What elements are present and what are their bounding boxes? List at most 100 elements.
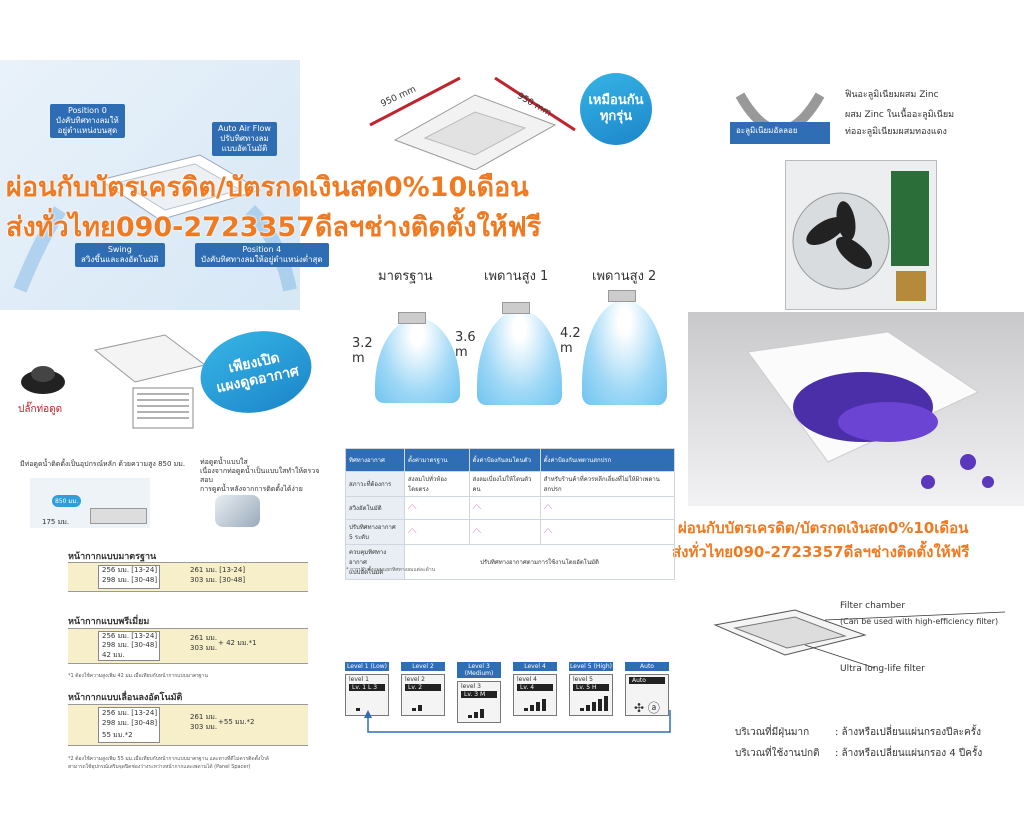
mask-standard-title: หน้ากากแบบมาตรฐาน xyxy=(68,552,157,562)
level-screen: level 4 Lv. 4 xyxy=(513,674,557,716)
position0-callout: Position 0 บังคับทิศทางลมให้ อยู่ตำแหน่ง… xyxy=(50,104,125,138)
fan-bar xyxy=(356,708,360,711)
clear-drain-note: ท่อดูดน้ำแบบใส เนื่องจากท่อดูดน้ำเป็นแบบ… xyxy=(200,458,320,493)
airflow-diagram-icon: ⟋⟍ xyxy=(539,496,676,520)
level-screen-label: level 4 xyxy=(517,676,537,683)
fan-bar xyxy=(586,705,590,711)
level-screen-label: level 1 xyxy=(349,676,369,683)
auto-airflow-callout: Auto Air Flow ปรับทิศทางลม แบบอัตโนมัติ xyxy=(212,122,277,156)
airflow-diagram-icon: ⟋⟍ xyxy=(468,496,541,520)
mask-premium-row: 256 มม. [13-24] 298 มม. [30-48] 42 มม. 2… xyxy=(68,628,308,664)
fan-bar xyxy=(418,705,422,711)
airflow-diagram-icon: ⟋⟍ xyxy=(468,519,541,545)
table-cell: ปรับทิศทางอากาศ 5 ระดับ xyxy=(345,519,405,545)
auto-dim-d: 261 มม. xyxy=(190,713,218,721)
unit-icon-high1 xyxy=(502,302,530,314)
level-tag: Level 3 (Medium) xyxy=(457,662,501,678)
position4-callout: Position 4 บังคับทิศทางลมให้อยู่ตำแหน่งต… xyxy=(195,243,329,267)
normal-area-value: : ล้างหรือเปลี่ยนแผ่นกรอง 4 ปีครั้ง xyxy=(835,748,983,759)
mm175-label: 175 มม. xyxy=(42,518,70,526)
fan-bar xyxy=(604,696,608,711)
level-screen-label: level 2 xyxy=(405,676,425,683)
prem-dim-d: 261 มม. xyxy=(190,634,218,642)
prem-dim-c: 42 มม. xyxy=(102,651,125,659)
fan-level-2: Level 2 level 2 Lv. 2 xyxy=(401,662,445,716)
table-cell: ควบคุมทิศทางอากาศ แบบอัตโนมัติ xyxy=(345,544,405,580)
height-high1-value: 3.6 m xyxy=(455,330,476,360)
fan-bar xyxy=(592,702,596,711)
fan-bar xyxy=(524,708,528,711)
level-code: Auto xyxy=(629,677,665,684)
table-cell: ตั้งค่ามาตรฐาน xyxy=(404,448,470,472)
fan-level-4: Level 4 level 4 Lv. 4 xyxy=(513,662,557,716)
level-screen: level 5 Lv. 5 H xyxy=(569,674,613,716)
filter-chamber-label: Filter chamber xyxy=(840,601,906,611)
fan-bar xyxy=(412,708,416,711)
height-high2-label: เพดานสูง 2 xyxy=(592,269,657,284)
ultra-filter-label: Ultra long-life filter xyxy=(840,664,925,674)
fan-bar xyxy=(542,699,546,711)
drain-plug-label: ปลั๊กท่อดูด xyxy=(18,404,63,415)
table-row: ทิศทางอากาศ ตั้งค่ามาตรฐาน ตั้งค่าป้องกั… xyxy=(345,448,676,472)
auto-dim-f: +55 มม.*2 xyxy=(218,718,255,726)
airflow-cone-high1 xyxy=(477,310,562,405)
coil-note-2: ผสม Zinc ในเนื้ออะลูมิเนียม xyxy=(845,110,955,120)
table-row: ควบคุมทิศทางอากาศ แบบอัตโนมัติ ปรับทิศทา… xyxy=(345,544,675,580)
airflow-cone-standard xyxy=(375,318,460,403)
table-footnote: * การปรับตั้งแบบแยกทิศทางลมแต่ละด้าน xyxy=(346,567,436,573)
alloy-label: อะลูมิเนียมอัลลอย xyxy=(736,126,798,135)
open-intake-panel-badge: เพียงเปิด แผงดูดอากาศ xyxy=(192,321,320,423)
level-screen: level 2 Lv. 2 xyxy=(401,674,445,716)
table-row: สวิงอัตโนมัติ ⟋⟍ ⟋⟍ ⟋⟍ xyxy=(345,496,676,520)
fan-bar xyxy=(530,705,534,711)
level-code: Lv. 3 M xyxy=(461,691,497,698)
table-cell: ตั้งค่าป้องกันลมโดนตัว xyxy=(468,448,541,472)
normal-area-label: บริเวณที่ใช้งานปกติ xyxy=(735,748,820,759)
height-high2-value: 4.2 m xyxy=(560,326,581,356)
air-direction-table: ทิศทางอากาศ ตั้งค่ามาตรฐาน ตั้งค่าป้องกั… xyxy=(345,448,676,580)
fan-bar xyxy=(480,709,484,718)
level-code: Lv. 2 xyxy=(405,684,441,691)
fan-level-5: Level 5 (High) level 5 Lv. 5 H xyxy=(569,662,613,716)
airflow-illustration xyxy=(13,154,297,293)
prem-dim-b: 298 มม. [30-48] xyxy=(102,641,158,649)
table-cell: ตั้งค่าป้องกันเพดานสกปรก xyxy=(539,448,676,472)
level-screen: Auto ✣ ⓐ xyxy=(625,674,669,716)
prem-dim-e: 303 มม. xyxy=(190,644,218,652)
height-standard-value: 3.2 m xyxy=(352,336,373,366)
coil-cross-section xyxy=(730,92,830,144)
unit-dimensions-diagram xyxy=(369,76,576,170)
level-screen: level 3 Lv. 3 M xyxy=(457,681,501,723)
height-standard-label: มาตรฐาน xyxy=(378,269,433,284)
auto-dim-c: 55 มม.*2 xyxy=(102,731,133,739)
fan-bar xyxy=(580,708,584,711)
filter-media-photo xyxy=(688,312,1024,506)
clear-drain-pipe-image xyxy=(215,495,260,527)
dusty-area-label: บริเวณที่มีฝุ่นมาก xyxy=(735,727,810,738)
height-high1-label: เพดานสูง 1 xyxy=(484,269,549,284)
airflow-diagram-icon: ⟋⟍ xyxy=(539,519,676,545)
coil-note-3: ท่ออะลูมิเนียมผสมทองแดง xyxy=(845,127,947,137)
table-cell: ทิศทางอากาศ xyxy=(345,448,405,472)
airflow-cone-high2 xyxy=(582,300,667,405)
level-code: Lv. 4 xyxy=(517,684,553,691)
level-tag: Level 2 xyxy=(401,662,445,671)
std-dim-d: 303 มม. [30-48] xyxy=(190,576,246,584)
table-row: สภาวะที่ต้องการ ส่งลมไปทั่วห้องโดยตรง ส่… xyxy=(345,471,676,497)
airflow-diagram-icon: ⟋⟍ xyxy=(404,496,470,520)
std-dim-c: 261 มม. [13-24] xyxy=(190,566,246,574)
mask-standard-row: 256 มม. [13-24] 298 มม. [30-48] 261 มม. … xyxy=(68,562,308,592)
level-tag: Auto xyxy=(625,662,669,671)
mask-standard-box xyxy=(98,565,160,589)
auto-footnote: *2 ต้องใช้ความสูงเพิ่ม 55 มม.เมื่อเทียบก… xyxy=(68,756,269,770)
unit-icon-standard xyxy=(398,312,426,324)
level-tag: Level 4 xyxy=(513,662,557,671)
swing-callout: Swing สวิงขึ้นและลงอัตโนมัติ xyxy=(75,243,165,267)
dusty-area-value: : ล้างหรือเปลี่ยนแผ่นกรองปีละครั้ง xyxy=(835,727,981,738)
table-cell: สวิงอัตโนมัติ xyxy=(345,496,405,520)
fan-bar xyxy=(468,715,472,718)
level-cycle-arrow xyxy=(364,710,671,733)
std-dim-a: 256 มม. [13-24] xyxy=(102,566,158,574)
fan-level-1: Level 1 (Low) level 1 Lv. 1 L 3 xyxy=(345,662,389,716)
table-row: ปรับทิศทางอากาศ 5 ระดับ ⟋⟍ ⟋⟍ ⟋⟍ xyxy=(345,519,676,545)
